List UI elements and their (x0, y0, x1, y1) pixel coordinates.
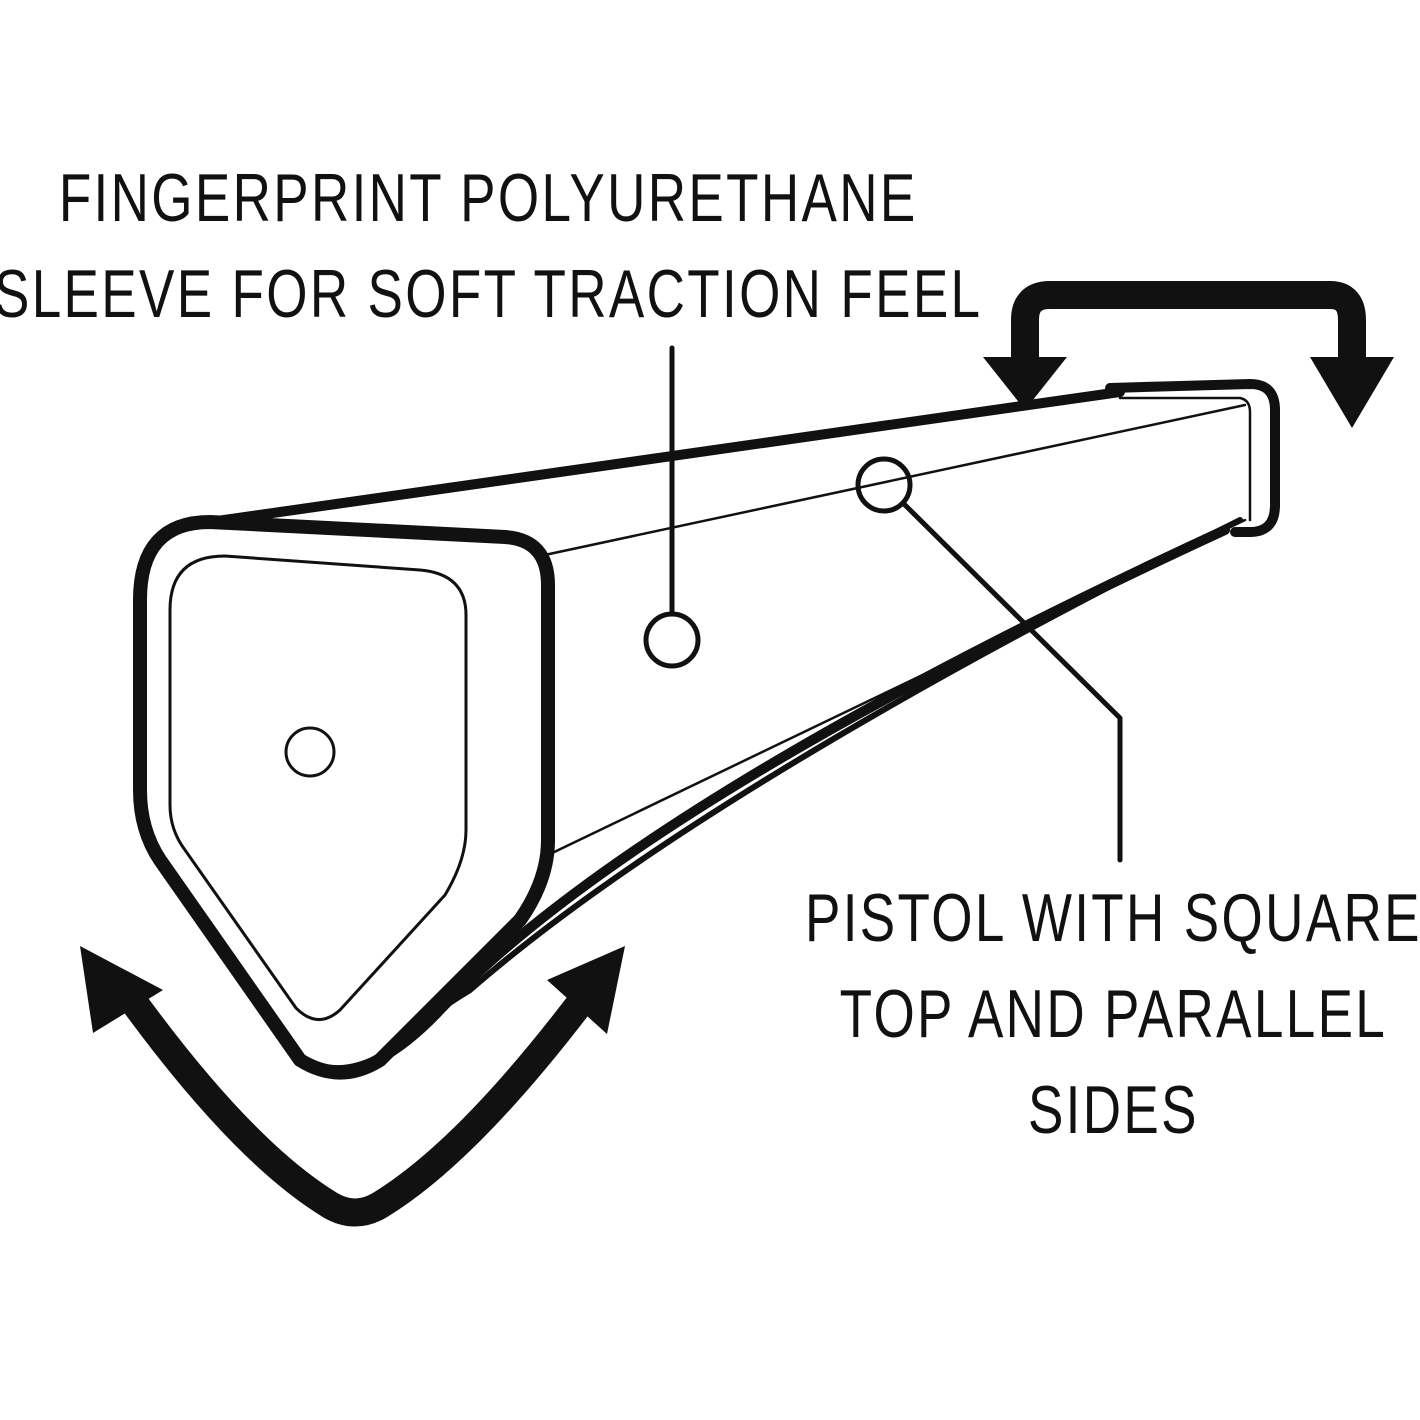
top-profile-marker (855, 456, 913, 514)
callout-shape: PISTOL WITH SQUARE TOP AND PARALLEL SIDE… (805, 870, 1420, 1158)
double-headed-curved-arrow-icon (80, 946, 625, 1227)
grip-rear-cap-inner (1118, 396, 1252, 522)
grip-top-edge (205, 387, 1125, 527)
grip-underside-curve (377, 517, 1243, 1063)
double-headed-straight-arrow-icon (983, 281, 1394, 428)
grip-body (133, 379, 1280, 1080)
grip-rear-cap (1105, 379, 1280, 537)
callout-shape-line-2: TOP AND PARALLEL (839, 976, 1388, 1052)
grip-front-face-outline (133, 515, 555, 1080)
callout-sleeve: FINGERPRINT POLYURETHANE SLEEVE FOR SOFT… (0, 150, 982, 342)
grip-front-face-panel (168, 554, 468, 1021)
sleeve-marker (643, 611, 701, 669)
callout-sleeve-line-1: FINGERPRINT POLYURETHANE (58, 160, 918, 236)
grip-bottom-edge (295, 525, 1230, 1076)
callout-sleeve-line-2: SLEEVE FOR SOFT TRACTION FEEL (0, 256, 983, 332)
leader-line-bottom (900, 500, 1123, 863)
callout-shape-line-1: PISTOL WITH SQUARE (805, 880, 1420, 956)
callout-shape-line-3: SIDES (1027, 1072, 1199, 1148)
grip-upper-seam (538, 403, 1247, 558)
front-face-marker (284, 726, 336, 778)
